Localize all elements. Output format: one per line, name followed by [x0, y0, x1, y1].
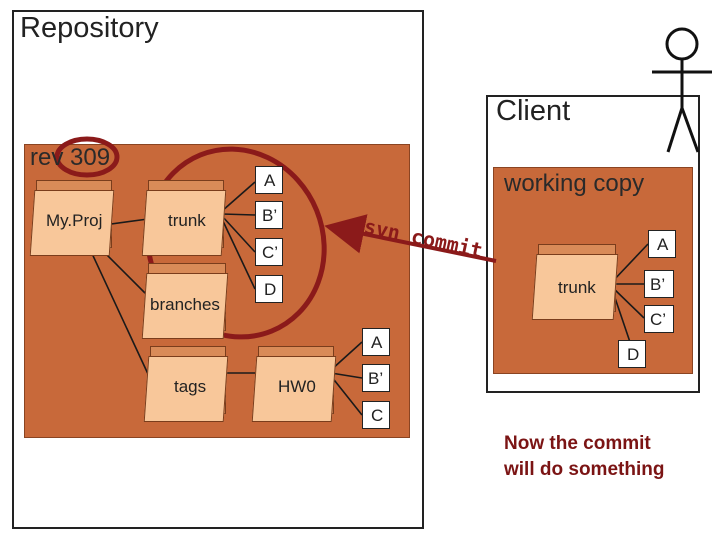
repository-title: Repository [20, 12, 159, 44]
repository-box: Repository [12, 10, 424, 529]
rev-highlight-circle [54, 136, 120, 178]
wc-file-b-prime: B’ [644, 270, 674, 298]
folder-trunk: trunk [141, 180, 227, 256]
client-title: Client [496, 95, 571, 127]
user-figure-icon [652, 27, 712, 153]
folder-hw0: HW0 [251, 346, 337, 422]
repo-file-b-prime: B’ [255, 201, 283, 229]
hw0-file-c: C [362, 401, 390, 429]
repo-file-a: A [255, 166, 283, 194]
repo-file-c-prime: C’ [255, 238, 283, 266]
folder-hw0-label: HW0 [278, 377, 316, 396]
hw0-file-a: A [362, 328, 390, 356]
folder-myproj-label: My.Proj [46, 211, 103, 230]
folder-trunk-label: trunk [168, 211, 206, 230]
wc-file-d: D [618, 340, 646, 368]
folder-myproj: My.Proj [29, 180, 115, 256]
commit-arrow [324, 214, 497, 263]
commit-note-line-1: Now the commit [504, 433, 651, 454]
folder-branches: branches [141, 263, 229, 339]
wc-file-a: A [648, 230, 676, 258]
revision-label: rev 309 [30, 144, 111, 171]
commit-note-line-2: will do something [504, 459, 665, 480]
folder-tags-label: tags [174, 377, 207, 396]
commit-note: Now the commit will do something [504, 431, 714, 487]
repo-file-d: D [255, 275, 283, 303]
wc-folder-trunk: trunk [531, 244, 619, 320]
working-copy-label: working copy [504, 170, 645, 197]
wc-folder-trunk-label: trunk [558, 278, 596, 297]
wc-file-c-prime: C’ [644, 305, 674, 333]
hw0-file-b-prime: B’ [362, 364, 390, 392]
folder-branches-label: branches [150, 295, 220, 314]
folder-tags: tags [143, 346, 229, 422]
